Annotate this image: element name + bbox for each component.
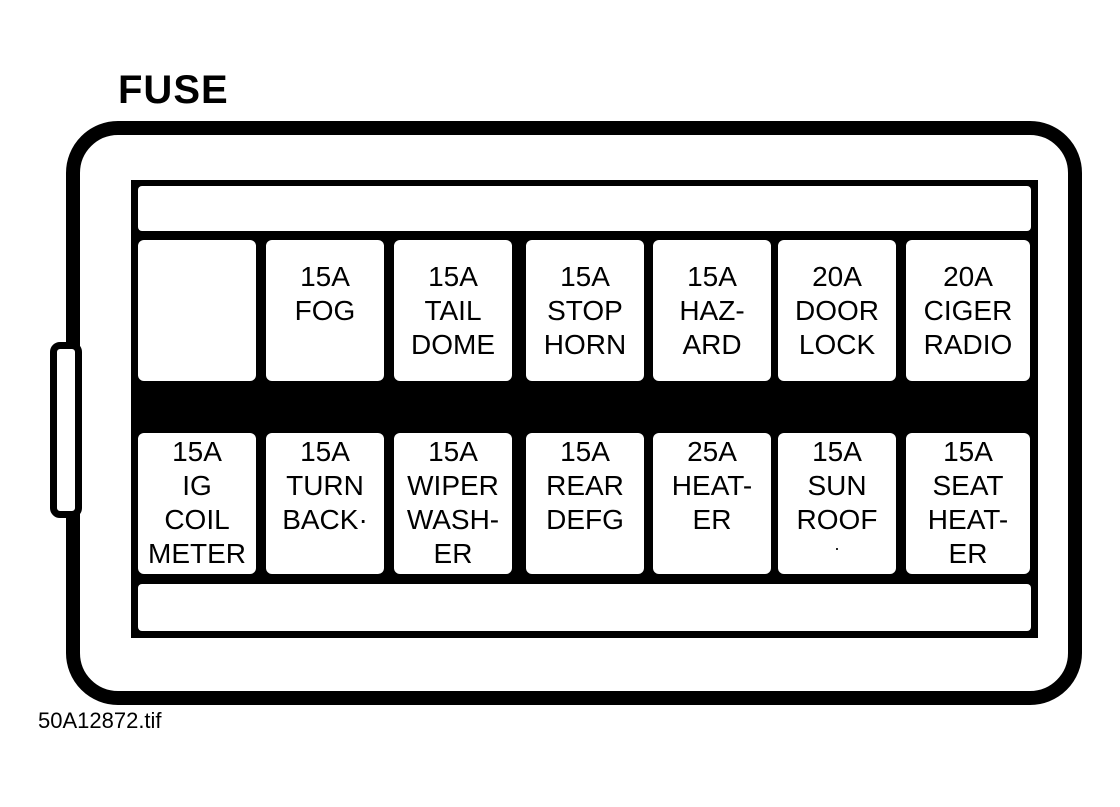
top-blank-strip — [138, 186, 1031, 231]
fuse-rating: 15A — [560, 436, 610, 467]
image-filename: 50A12872.tif — [38, 708, 162, 733]
fuse-rating: 15A — [812, 436, 862, 467]
fuse-sun-roof: 15A SUN ROOF · — [778, 433, 896, 574]
fuse-stop-horn: 15A STOP HORN — [526, 240, 644, 381]
fuse-label: SUN — [807, 470, 867, 501]
fuse-ciger-radio: 20A CIGER RADIO — [906, 240, 1030, 381]
fuse-label: LOCK — [798, 329, 876, 360]
fuse-label: WIPER — [407, 470, 499, 501]
fuse-label: ARD — [682, 329, 742, 360]
fuse-label: WASH- — [406, 504, 500, 535]
fuse-label: STOP — [547, 295, 623, 326]
fuse-hazard: 15A HAZ- ARD — [653, 240, 771, 381]
fuse-label: ROOF — [796, 504, 878, 535]
fuse-label: DOOR — [795, 295, 879, 326]
fuse-label: ER — [948, 538, 988, 569]
fuse-label: ER — [692, 504, 732, 535]
fuse-label: HORN — [543, 329, 627, 360]
fuse-label: HAZ- — [679, 295, 745, 326]
diagram-title: FUSE — [118, 68, 229, 112]
fuse-label: HEAT- — [927, 504, 1009, 535]
fuse-label: COIL — [164, 504, 230, 535]
fuse-rating: 20A — [812, 261, 862, 292]
fuse-rating: 15A — [687, 261, 737, 292]
fuse-label: REAR — [546, 470, 624, 501]
fuse-label: BACK· — [282, 504, 368, 535]
fuse-wiper-washer: 15A WIPER WASH- ER — [394, 433, 512, 574]
fuse-door-lock: 20A DOOR LOCK — [778, 240, 896, 381]
fuse-rating: 15A — [943, 436, 993, 467]
fuse-heater: 25A HEAT- ER — [653, 433, 771, 574]
fuse-rating: 15A — [428, 436, 478, 467]
fuse-turn-back: 15A TURN BACK· — [266, 433, 384, 574]
fuse-box-side-tab — [50, 342, 82, 518]
fuse-label: TAIL — [424, 295, 482, 326]
fuse-rating: 15A — [560, 261, 610, 292]
fuse-ig-coil-meter: 15A IG COIL METER — [138, 433, 256, 574]
fuse-rating: 15A — [428, 261, 478, 292]
fuse-label: DEFG — [546, 504, 624, 535]
fuse-label: FOG — [294, 295, 356, 326]
fuse-label: IG — [182, 470, 212, 501]
fuse-label: RADIO — [923, 329, 1013, 360]
fuse-label: DOME — [411, 329, 495, 360]
fuse-label: ER — [433, 538, 473, 569]
fuse-slot-empty — [138, 240, 256, 381]
fuse-label: CIGER — [923, 295, 1013, 326]
fuse-rating: 20A — [943, 261, 993, 292]
fuse-rating: 25A — [687, 436, 737, 467]
fuse-mark: · — [834, 538, 840, 558]
fuse-tail-dome: 15A TAIL DOME — [394, 240, 512, 381]
fuse-label: SEAT — [932, 470, 1004, 501]
fuse-label: TURN — [286, 470, 364, 501]
fuse-rear-defg: 15A REAR DEFG — [526, 433, 644, 574]
fuse-rating: 15A — [172, 436, 222, 467]
fuse-rating: 15A — [300, 436, 350, 467]
bottom-blank-strip — [138, 584, 1031, 631]
fuse-fog: 15A FOG — [266, 240, 384, 381]
fuse-seat-heater: 15A SEAT HEAT- ER — [906, 433, 1030, 574]
fuse-label: HEAT- — [671, 470, 753, 501]
fuse-rating: 15A — [300, 261, 350, 292]
fuse-label: METER — [148, 538, 246, 569]
